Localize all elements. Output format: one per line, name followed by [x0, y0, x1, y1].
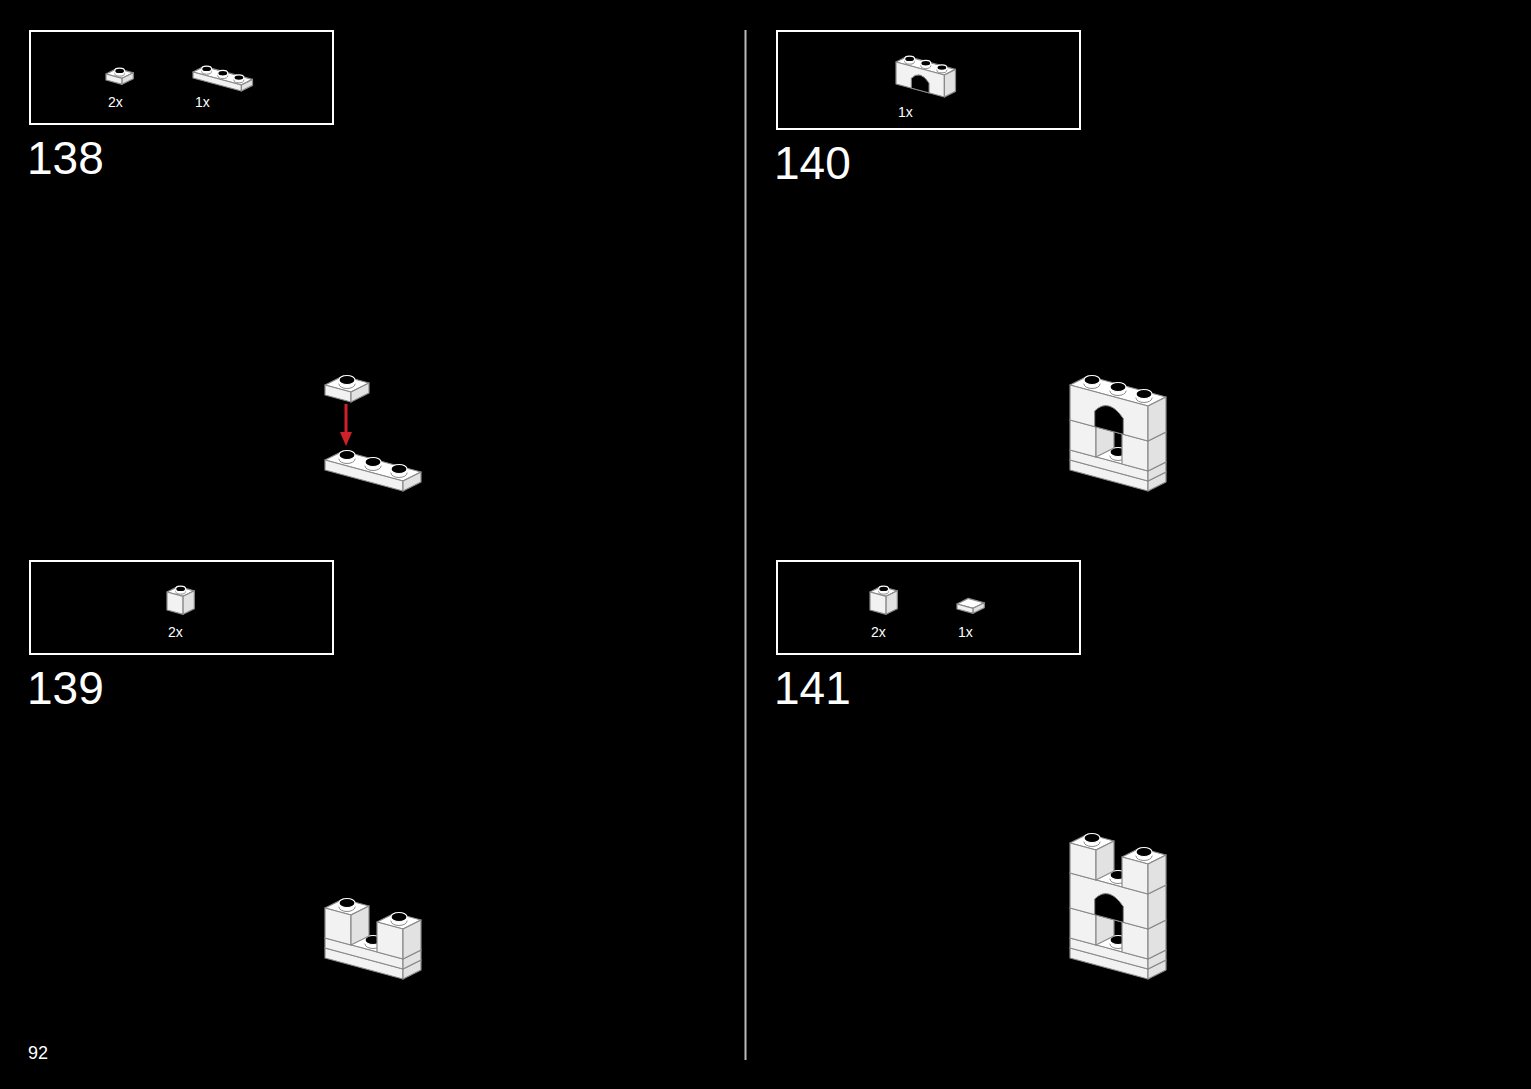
parts-box: 2x1x138	[29, 30, 334, 125]
step-number: 138	[27, 133, 104, 183]
brick-1x1	[325, 899, 369, 946]
part-count: 1x	[195, 94, 210, 110]
plate-1x3	[325, 451, 421, 492]
parts-box: 2x1x141	[776, 560, 1081, 655]
part-count: 2x	[871, 624, 886, 640]
plate-1x1	[325, 376, 369, 403]
brick-1x1-icon	[167, 586, 194, 614]
parts-box: 2x139	[29, 560, 334, 655]
step-number: 140	[774, 138, 851, 188]
brick-1x1-icon	[870, 586, 897, 614]
brick-1x1	[377, 913, 421, 960]
plate-1x3-icon	[193, 66, 253, 91]
step-number: 141	[774, 663, 851, 713]
brick-1x1	[1122, 848, 1166, 895]
page-divider	[745, 30, 747, 1060]
plate-1x1-icon	[106, 68, 133, 84]
placement-arrow	[340, 404, 352, 446]
arch-1x3-icon	[896, 56, 956, 97]
brick-1x1	[1070, 834, 1114, 881]
part-count: 2x	[168, 624, 183, 640]
part-count: 1x	[898, 104, 913, 120]
parts-box: 1x140	[776, 30, 1081, 130]
tile-1x1-icon	[957, 598, 984, 613]
arch-1x3	[1070, 376, 1166, 442]
part-count: 1x	[958, 624, 973, 640]
page-number: 92	[28, 1043, 48, 1063]
step-number: 139	[27, 663, 104, 713]
part-count: 2x	[108, 94, 123, 110]
